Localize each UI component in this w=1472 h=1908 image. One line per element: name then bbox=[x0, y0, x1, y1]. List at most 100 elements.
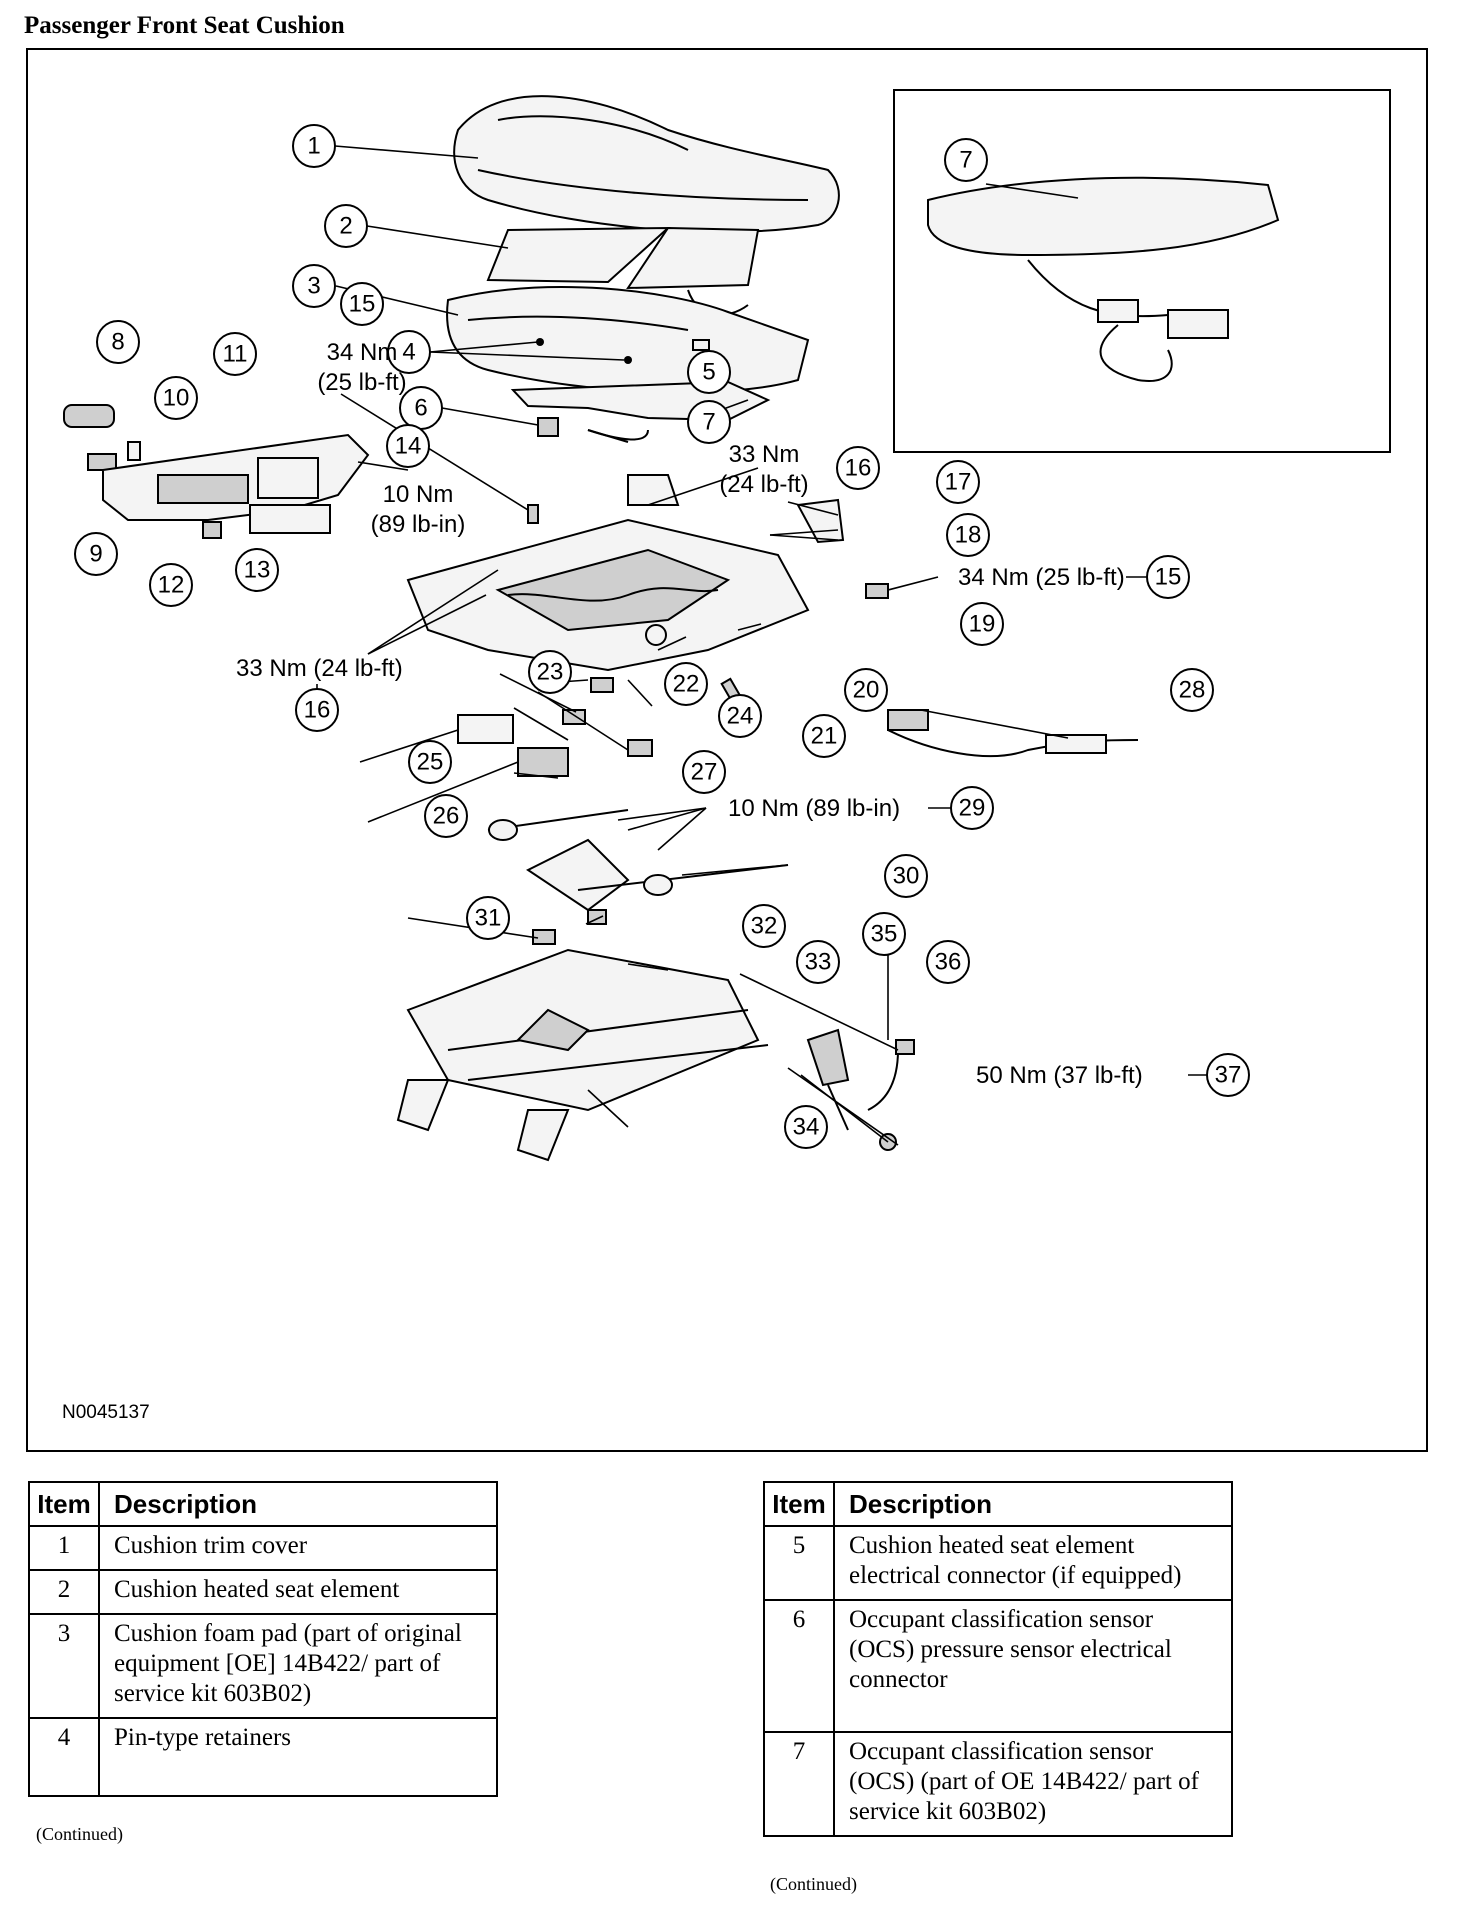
shield-recess-2 bbox=[257, 457, 319, 499]
part-12 bbox=[202, 521, 222, 539]
cushion-trim-cover bbox=[453, 95, 840, 233]
seat-switch bbox=[249, 504, 331, 534]
torque-15a-line2: (25 lb-ft) bbox=[317, 369, 406, 396]
callout-1: 1 bbox=[292, 124, 336, 168]
callout-7: 7 bbox=[687, 400, 731, 444]
svg-text:36: 36 bbox=[935, 949, 962, 976]
torque-16a-line1: 33 Nm bbox=[729, 441, 800, 468]
seat-motor-cable bbox=[526, 838, 630, 912]
torque-15b: 34 Nm (25 lb-ft) bbox=[958, 564, 1125, 591]
torque-14-line2: (89 lb-in) bbox=[371, 511, 466, 538]
svg-text:37: 37 bbox=[1215, 1062, 1242, 1089]
callout-11: 11 bbox=[213, 332, 257, 376]
table-header-row: Item Description bbox=[763, 1481, 1233, 1527]
page-title: Passenger Front Seat Cushion bbox=[24, 12, 345, 39]
cushion-foam-pad bbox=[446, 286, 810, 394]
continued-note-left: (Continued) bbox=[36, 1824, 123, 1844]
callout-33: 33 bbox=[796, 940, 840, 984]
ocs-sensor bbox=[510, 380, 771, 422]
inset-ocs-sensor bbox=[927, 176, 1280, 257]
svg-text:7: 7 bbox=[959, 147, 972, 174]
svg-text:22: 22 bbox=[673, 671, 700, 698]
torque-37: 50 Nm (37 lb-ft) bbox=[976, 1062, 1143, 1089]
seat-springs bbox=[495, 548, 731, 632]
callout-12: 12 bbox=[149, 563, 193, 607]
header-description: Description bbox=[833, 1481, 1233, 1527]
svg-text:12: 12 bbox=[158, 572, 185, 599]
recliner-cable bbox=[887, 729, 1139, 758]
callout-37: 37 bbox=[1206, 1053, 1250, 1097]
svg-text:27: 27 bbox=[691, 759, 718, 786]
torque-29: 10 Nm (89 lb-in) bbox=[728, 795, 900, 822]
inset-box bbox=[893, 89, 1391, 453]
connector-24 bbox=[627, 739, 653, 757]
svg-text:14: 14 bbox=[395, 433, 422, 460]
seatbelt-buckle bbox=[806, 1028, 850, 1087]
svg-text:1: 1 bbox=[307, 133, 320, 160]
svg-text:18: 18 bbox=[955, 522, 982, 549]
svg-text:16: 16 bbox=[845, 455, 872, 482]
callout-10: 10 bbox=[154, 376, 198, 420]
heated-seat-element bbox=[486, 226, 671, 284]
callout-2: 2 bbox=[324, 204, 368, 248]
header-item: Item bbox=[763, 1481, 835, 1527]
svg-text:2: 2 bbox=[339, 213, 352, 240]
bracket-17 bbox=[796, 498, 845, 544]
svg-text:35: 35 bbox=[871, 921, 898, 948]
callout-16b: 16 bbox=[295, 688, 339, 732]
svg-text:16: 16 bbox=[304, 697, 331, 724]
torque-14-line1: 10 Nm bbox=[383, 481, 454, 508]
svg-text:3: 3 bbox=[307, 273, 320, 300]
callout-18: 18 bbox=[946, 513, 990, 557]
svg-text:25: 25 bbox=[417, 749, 444, 776]
torque-16a-line2: (24 lb-ft) bbox=[719, 471, 808, 498]
svg-text:20: 20 bbox=[853, 677, 880, 704]
callout-3: 3 bbox=[292, 264, 336, 308]
svg-text:9: 9 bbox=[89, 541, 102, 568]
callout-7-inset: 7 bbox=[944, 138, 988, 182]
svg-text:15: 15 bbox=[1155, 564, 1182, 591]
torque-15a-line1: 34 Nm bbox=[327, 339, 398, 366]
svg-text:13: 13 bbox=[244, 557, 271, 584]
svg-text:5: 5 bbox=[702, 359, 715, 386]
retainer-10 bbox=[127, 441, 141, 461]
callout-4: 4 bbox=[387, 330, 431, 374]
callout-5: 5 bbox=[687, 350, 731, 394]
svg-text:29: 29 bbox=[959, 795, 986, 822]
svg-text:4: 4 bbox=[402, 339, 415, 366]
figure-id: N0045137 bbox=[62, 1402, 150, 1423]
svg-text:30: 30 bbox=[893, 863, 920, 890]
callout-34: 34 bbox=[784, 1105, 828, 1149]
callout-14: 14 bbox=[386, 424, 430, 468]
svg-text:21: 21 bbox=[811, 723, 838, 750]
callout-26: 26 bbox=[424, 794, 468, 838]
svg-text:19: 19 bbox=[969, 611, 996, 638]
ocs-module bbox=[457, 714, 514, 744]
table-header-row: Item Description bbox=[28, 1481, 498, 1527]
callout-21: 21 bbox=[802, 714, 846, 758]
svg-text:34: 34 bbox=[793, 1114, 820, 1141]
callout-28: 28 bbox=[1170, 668, 1214, 712]
header-item: Item bbox=[28, 1481, 100, 1527]
callout-23: 23 bbox=[528, 650, 572, 694]
callout-25: 25 bbox=[408, 740, 452, 784]
continued-note-right: (Continued) bbox=[770, 1874, 857, 1894]
callout-32: 32 bbox=[742, 904, 786, 948]
exploded-view-figure: 1 2 3 4 5 6 7 7 8 9 10 11 12 13 14 15 15… bbox=[26, 48, 1428, 1452]
heated-element-connector bbox=[692, 339, 710, 351]
callout-15b: 15 bbox=[1146, 555, 1190, 599]
svg-text:32: 32 bbox=[751, 913, 778, 940]
exploded-view-drawing: 1 2 3 4 5 6 7 7 8 9 10 11 12 13 14 15 15… bbox=[63, 89, 1391, 1162]
svg-text:15: 15 bbox=[349, 291, 376, 318]
callout-19: 19 bbox=[960, 602, 1004, 646]
svg-text:11: 11 bbox=[223, 341, 248, 368]
callout-15: 15 bbox=[340, 282, 384, 326]
switch-bezel bbox=[87, 453, 117, 471]
svg-text:33: 33 bbox=[805, 949, 832, 976]
svg-text:24: 24 bbox=[727, 703, 754, 730]
